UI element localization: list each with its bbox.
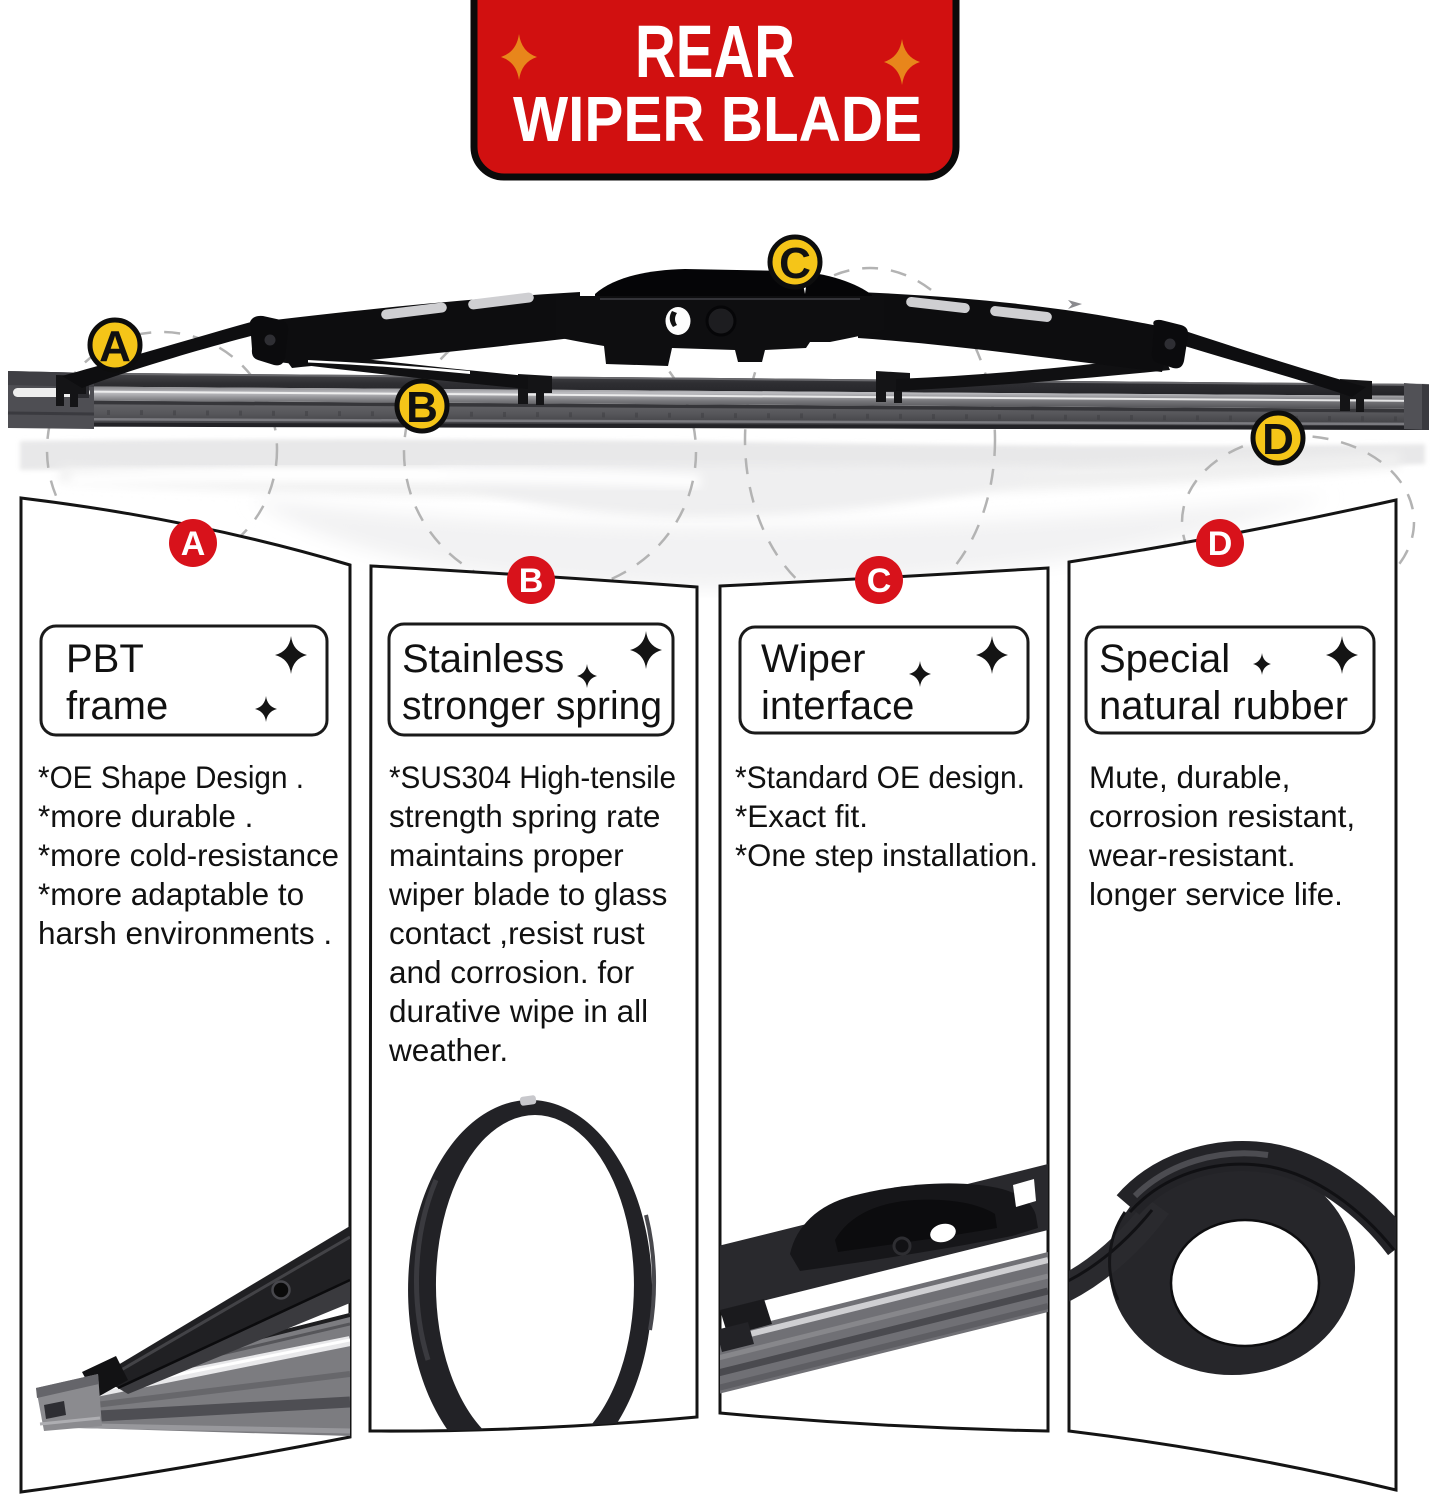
svg-text:strength spring rate: strength spring rate (389, 798, 660, 834)
svg-text:*Standard OE design.: *Standard OE design. (735, 759, 1025, 795)
svg-text:interface: interface (761, 684, 914, 728)
svg-text:REAR: REAR (635, 10, 795, 93)
svg-text:*more durable .: *more durable . (38, 798, 253, 834)
svg-text:*Exact fit.: *Exact fit. (735, 798, 868, 834)
svg-text:and corrosion. for: and corrosion. for (389, 954, 634, 990)
svg-text:weather.: weather. (388, 1032, 508, 1068)
svg-text:B: B (406, 383, 438, 432)
svg-text:*One step installation.: *One step installation. (735, 837, 1038, 873)
svg-text:*more cold-resistance: *more cold-resistance (38, 837, 339, 873)
svg-text:frame: frame (66, 684, 168, 728)
svg-text:stronger spring: stronger spring (402, 684, 662, 728)
svg-text:longer service life.: longer service life. (1089, 876, 1343, 912)
svg-text:maintains proper: maintains proper (389, 837, 624, 873)
svg-text:contact ,resist rust: contact ,resist rust (389, 915, 645, 951)
svg-text:WIPER BLADE: WIPER BLADE (513, 83, 922, 155)
svg-text:*OE Shape Design .: *OE Shape Design . (38, 759, 304, 795)
svg-text:PBT: PBT (66, 637, 144, 681)
svg-text:natural rubber: natural rubber (1099, 684, 1348, 728)
svg-text:B: B (519, 562, 544, 600)
svg-text:C: C (867, 562, 892, 600)
svg-text:wear-resistant.: wear-resistant. (1088, 837, 1296, 873)
svg-text:*SUS304 High-tensile: *SUS304 High-tensile (389, 759, 676, 795)
svg-text:Wiper: Wiper (761, 637, 865, 681)
svg-text:Mute, durable,: Mute, durable, (1089, 759, 1290, 795)
svg-text:A: A (99, 322, 131, 371)
svg-text:wiper blade to glass: wiper blade to glass (388, 876, 667, 912)
svg-text:Special: Special (1099, 637, 1230, 681)
svg-text:Stainless: Stainless (402, 637, 564, 681)
svg-text:corrosion resistant,: corrosion resistant, (1089, 798, 1355, 834)
svg-text:*more adaptable to: *more adaptable to (38, 876, 304, 912)
svg-text:A: A (181, 525, 206, 563)
svg-text:durative wipe in all: durative wipe in all (389, 993, 648, 1029)
svg-text:harsh environments .: harsh environments . (38, 915, 332, 951)
svg-text:D: D (1208, 525, 1233, 563)
svg-text:D: D (1262, 415, 1294, 464)
svg-text:C: C (779, 239, 811, 288)
